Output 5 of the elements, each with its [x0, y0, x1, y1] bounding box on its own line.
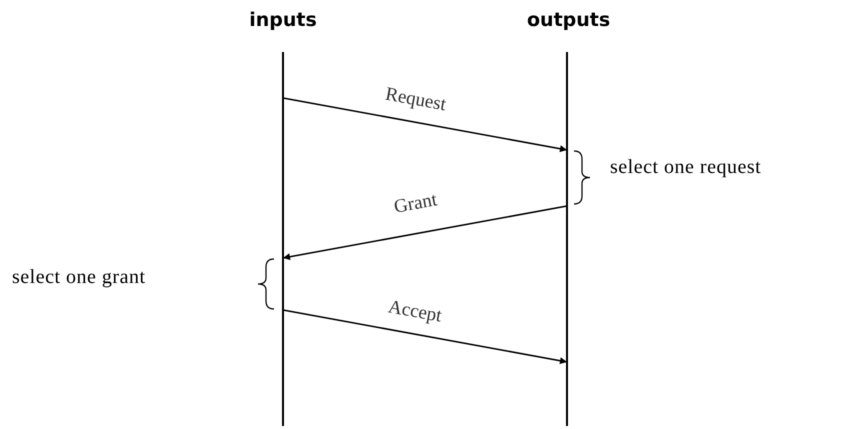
arrow: [282, 205, 568, 260]
note-text: select one request: [610, 156, 762, 179]
arrow: [282, 309, 568, 364]
note-text: select one grant: [12, 266, 146, 289]
arrow: [282, 97, 568, 152]
